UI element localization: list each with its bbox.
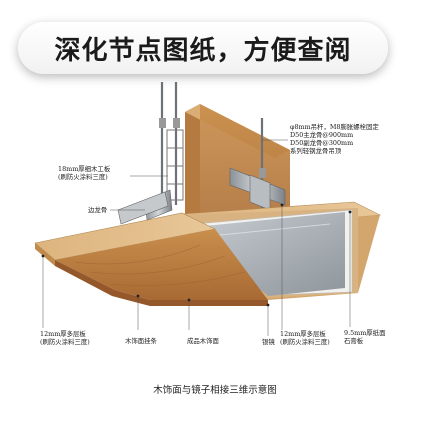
label-hanger-3: D50副龙骨@300mm (290, 139, 354, 147)
leader-lines (42, 139, 351, 336)
title-banner: 深化节点图纸，方便查阅 (18, 22, 388, 74)
label-plywood-right-2: (刷防火涂料三度) (280, 338, 330, 346)
label-keel-1: 18mm厚细木工板 (58, 165, 111, 173)
label-plywood-2: (刷防火涂料三度) (40, 338, 90, 346)
label-keel-2: (刷防火涂料三度) (58, 173, 108, 181)
main-keels (117, 167, 286, 225)
label-mirror: 银镜 (262, 338, 275, 346)
label-hook: 木饰面挂条 (125, 337, 157, 345)
label-plywood-1: 12mm厚多层板 (40, 330, 86, 338)
finished-wood-veneer (55, 229, 268, 306)
label-edge-keel: 边龙骨 (88, 206, 108, 214)
label-gypsum-1: 9.5mm厚纸面 (344, 329, 386, 337)
page-title: 深化节点图纸，方便查阅 (54, 35, 352, 66)
label-hanger-2: D50主龙骨@900mm (290, 131, 354, 139)
silver-mirror (185, 212, 345, 296)
label-finish-wood: 成品木饰面 (187, 337, 219, 345)
label-hanger-4: 系列轻钢龙骨吊顶 (290, 147, 342, 155)
label-hanger-1: φ8mm吊杆，M8膨胀螺栓固定 (290, 123, 379, 131)
diagram-caption: 木饰面与镜子相接三维示意图 (153, 385, 277, 396)
leader-dots (41, 203, 352, 307)
label-gypsum-2: 石膏板 (344, 337, 364, 345)
wood-keel-bracket (166, 129, 184, 201)
label-plywood-right-1: 12mm厚多层板 (280, 330, 326, 338)
